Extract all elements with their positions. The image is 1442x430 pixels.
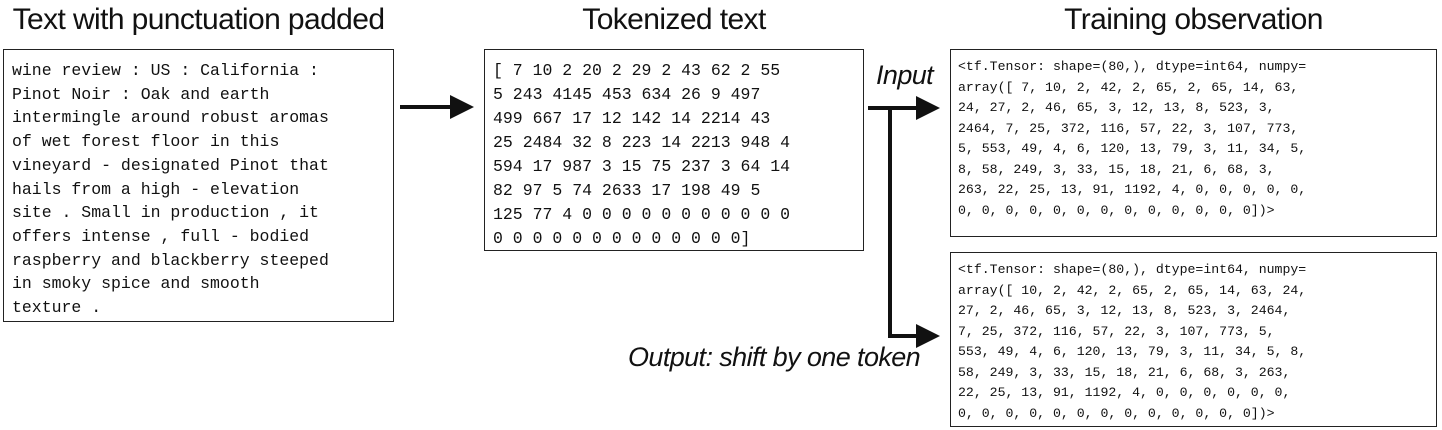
heading-training-observation: Training observation [1064,3,1323,36]
output-tensor-box: <tf.Tensor: shape=(80,), dtype=int64, nu… [950,252,1437,427]
input-tensor-box: <tf.Tensor: shape=(80,), dtype=int64, nu… [950,49,1437,237]
padded-text-box: wine review : US : California : Pinot No… [3,49,394,322]
heading-padded-text: Text with punctuation padded [12,3,385,36]
heading-tokenized-text: Tokenized text [582,3,766,36]
padded-text-content: wine review : US : California : Pinot No… [12,61,329,318]
output-tensor-content: <tf.Tensor: shape=(80,), dtype=int64, nu… [958,262,1307,421]
tokenized-text-content: [ 7 10 2 20 2 29 2 43 62 2 55 5 243 4145… [493,61,791,248]
input-tensor-content: <tf.Tensor: shape=(80,), dtype=int64, nu… [958,59,1307,218]
output-label: Output: shift by one token [628,342,921,372]
tokenized-text-box: [ 7 10 2 20 2 29 2 43 62 2 55 5 243 4145… [484,49,864,251]
input-label: Input [876,60,934,90]
